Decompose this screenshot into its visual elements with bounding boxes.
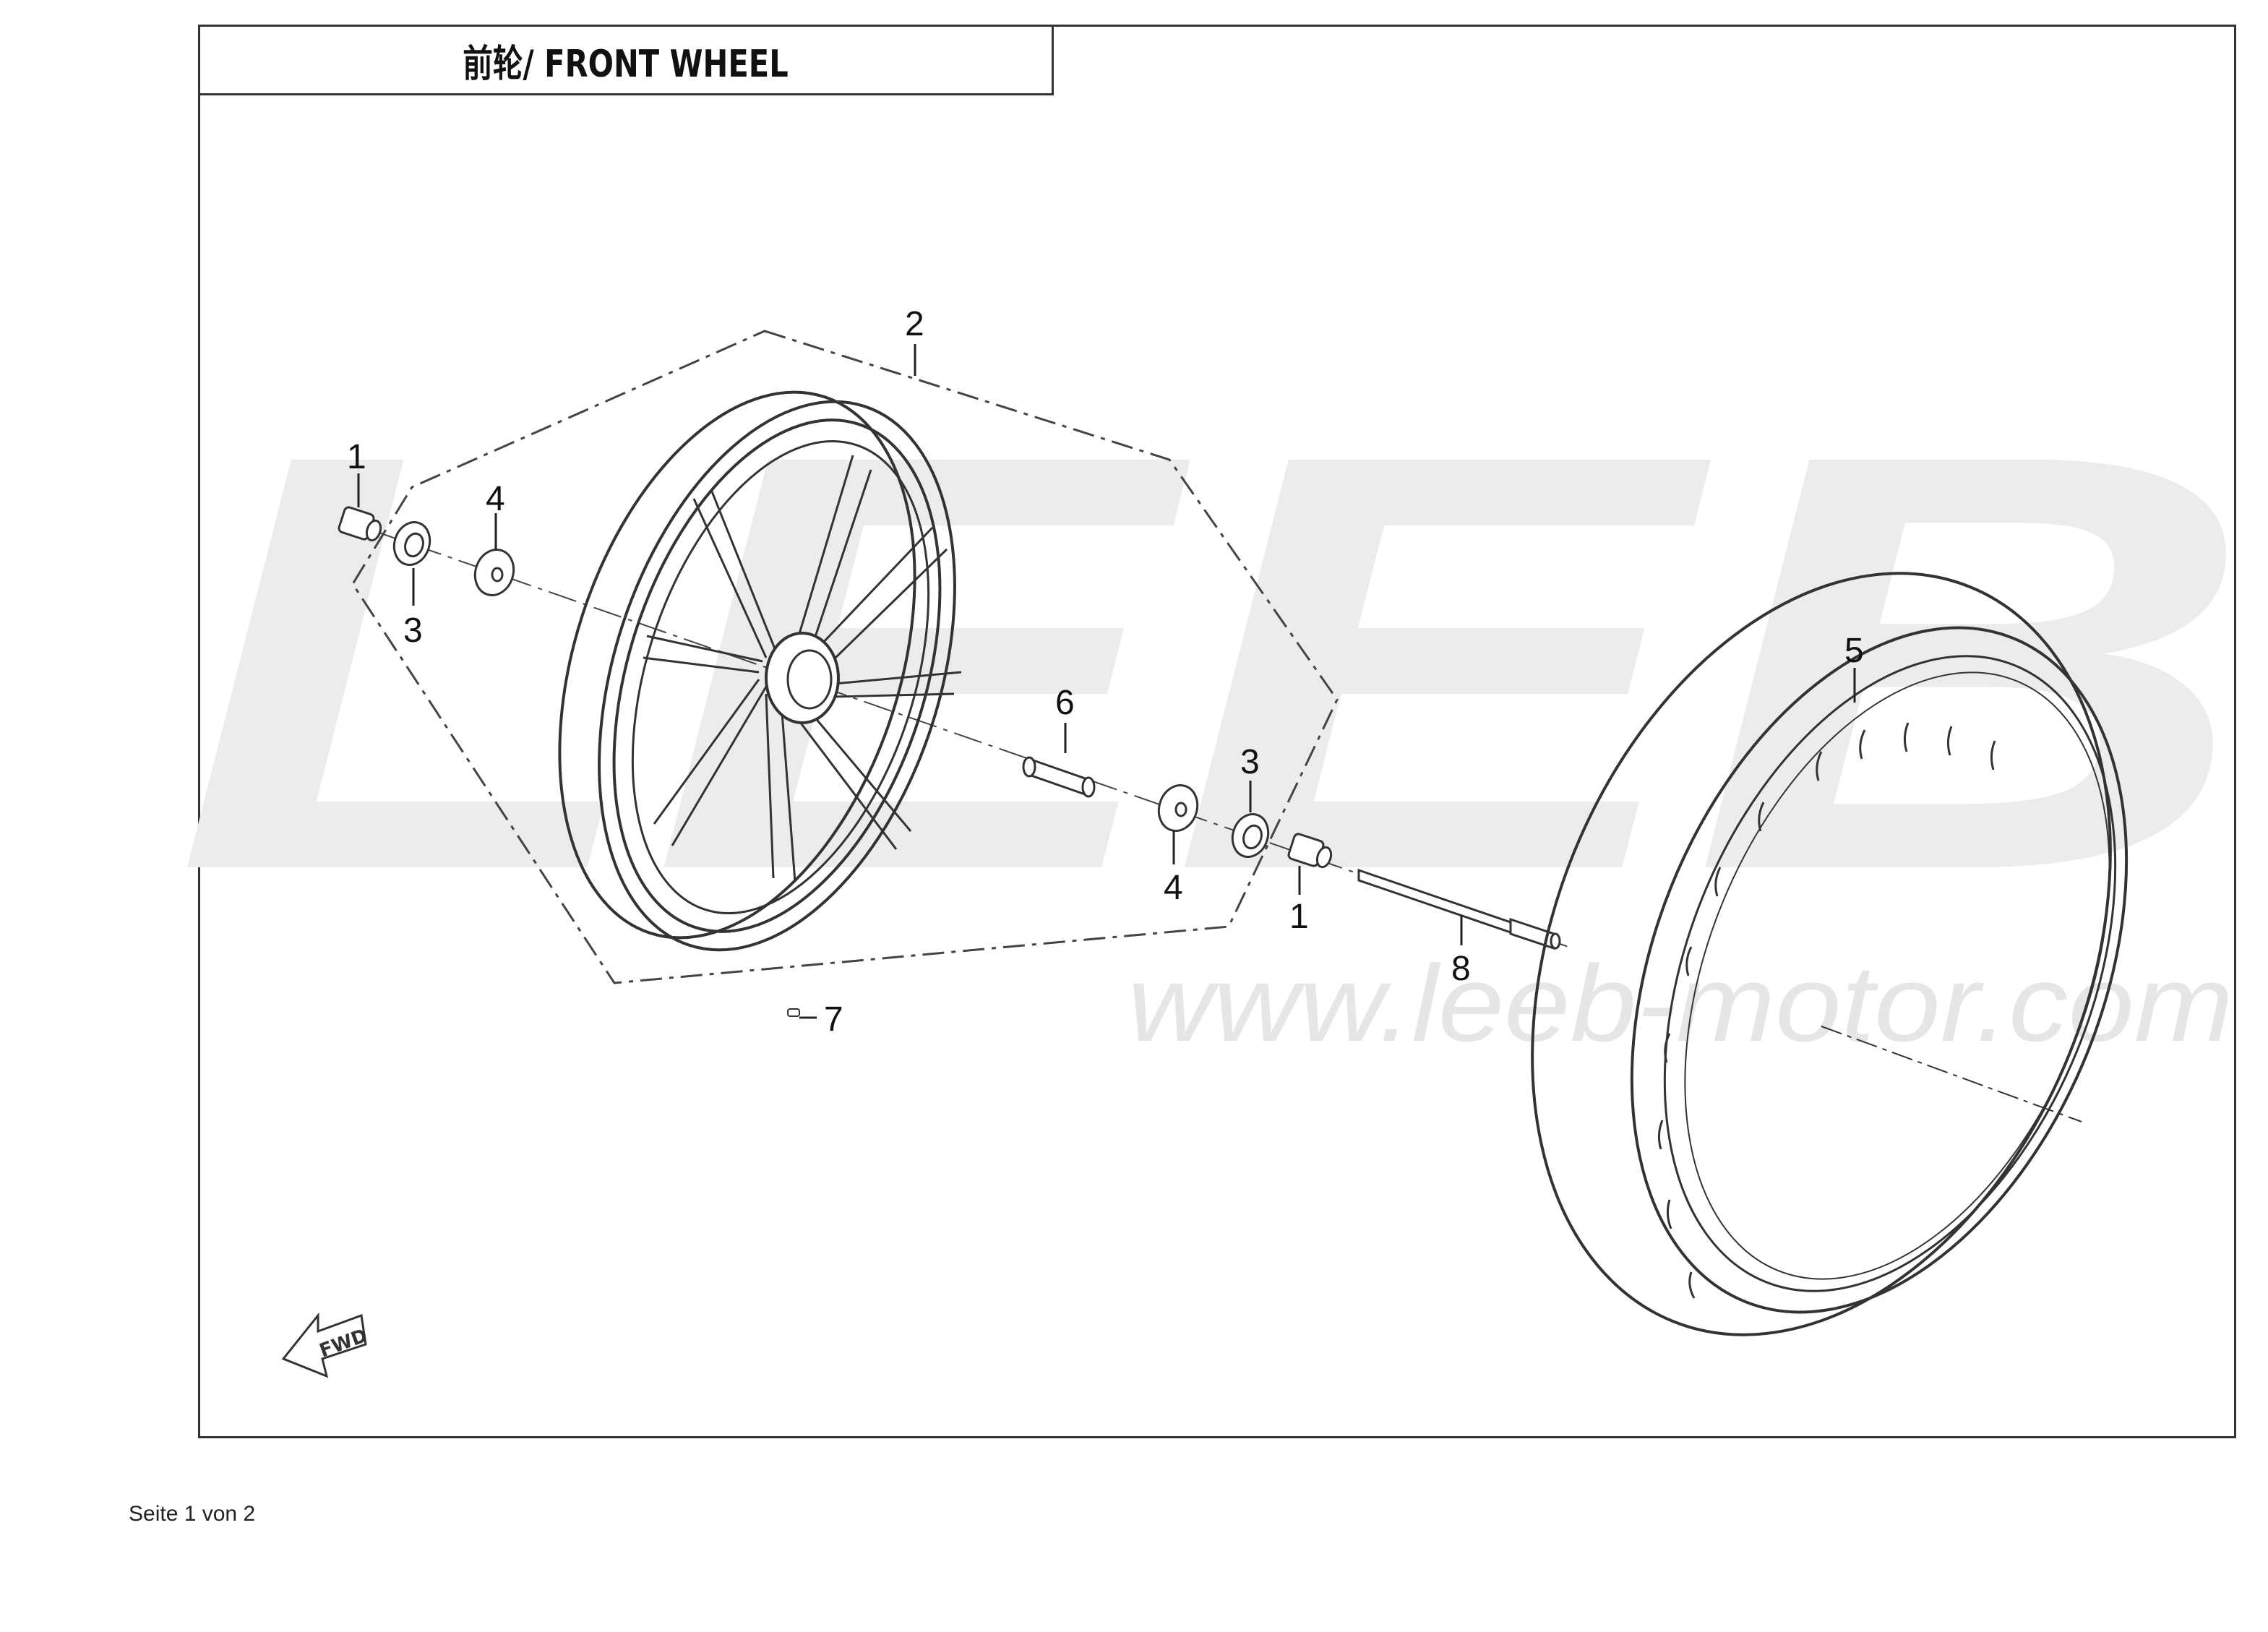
distance-collar [1022,756,1096,798]
callout-1-right: 1 [1289,898,1309,936]
title-box: 前轮/ FRONT WHEEL [198,25,1054,95]
page-footer: Seite 1 von 2 [129,1502,256,1526]
wheel-rim [558,390,962,952]
callout-3-right: 3 [1240,743,1260,781]
fwd-arrow: FWD [281,1312,370,1378]
front-tire [1531,572,2129,1336]
callout-3-left: 3 [403,611,423,650]
callout-8: 8 [1451,950,1471,988]
callout-1-left: 1 [347,438,366,476]
bearing-left [473,549,515,596]
callout-4-right: 4 [1164,869,1183,907]
callout-6: 6 [1055,684,1075,722]
oil-seal-right [1231,813,1270,858]
callout-4-left: 4 [486,480,505,518]
watermark: LEEB www.leeb-motor.com [173,331,2255,1064]
front-axle [1357,868,1561,950]
watermark-brand: LEEB [173,331,2255,993]
oil-seal-left [392,521,431,566]
spacer-left [338,506,382,542]
callout-5: 5 [1844,632,1864,670]
bearing-right [1157,784,1199,832]
callouts: 1 3 4 2 6 3 4 1 8 7 5 [347,305,1864,1039]
callout-2: 2 [905,305,924,343]
leader-lines [357,344,1856,1019]
diagram-frame [198,25,2236,1438]
callout-7: 7 [824,1000,843,1039]
diagram-title: 前轮/ FRONT WHEEL [463,42,789,86]
assembly-group-outline [351,330,1339,984]
valve [787,1008,800,1017]
spacer-right [1287,833,1333,869]
